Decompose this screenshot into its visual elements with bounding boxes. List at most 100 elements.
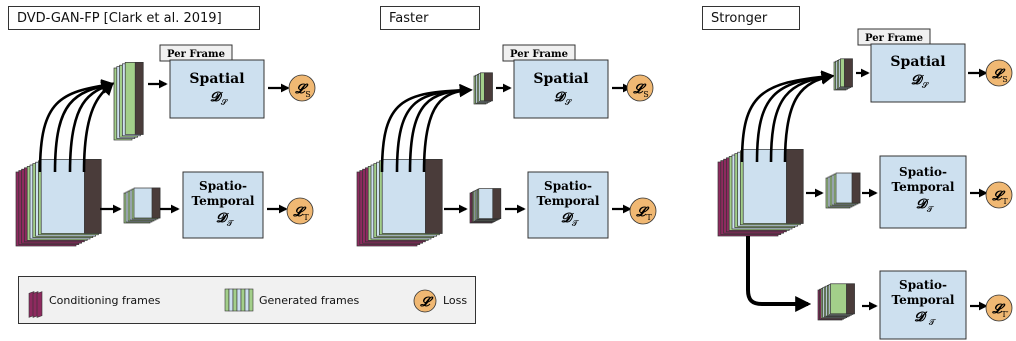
spatial-discriminator-p2 — [513, 59, 609, 119]
discriminator-box — [513, 59, 609, 119]
spatiotemporal-subscript: 𝓣 — [572, 219, 580, 228]
discriminator-box — [169, 59, 265, 119]
spatiotemporal-symbol: 𝓓 — [916, 197, 929, 212]
frame-image — [151, 187, 161, 219]
per-frame-tag-label: Per Frame — [510, 49, 568, 60]
panel-title-stronger: Stronger — [702, 6, 800, 30]
spatiotemporal-symbol: 𝓓 — [561, 211, 574, 226]
input-video-stack-p2 — [356, 159, 443, 247]
loss-circle — [288, 74, 316, 102]
spatiotemporal-subscript: 𝓣 — [927, 205, 935, 214]
spatial-symbol: 𝓓 — [210, 90, 223, 105]
conditioning-frames-swatch — [28, 291, 43, 318]
sampled-frames-p2 — [473, 72, 493, 105]
spatiotemporal-subscript: 𝓣 — [227, 219, 235, 228]
panel-title-faster: Faster — [380, 6, 480, 30]
spatial-label: Spatial — [533, 71, 588, 87]
discriminator-box — [527, 171, 609, 239]
legend-graphics: 𝓛 — [28, 288, 437, 318]
input-video-stack-p3 — [717, 149, 804, 237]
loss-subscript: T — [303, 213, 309, 222]
loss-subscript: S — [1002, 75, 1007, 84]
loss-circle — [985, 294, 1013, 322]
loss-subscript: S — [643, 90, 648, 99]
spatial-discriminator-p1 — [169, 59, 265, 119]
loss-subscript: T — [646, 213, 652, 222]
discriminator-box — [879, 270, 967, 340]
frame-image — [134, 62, 144, 135]
spatial-label: Spatial — [890, 54, 945, 70]
spatial-subscript: 𝓢 — [221, 98, 229, 107]
legend-loss-label: Loss — [443, 294, 468, 307]
per-frame-tag: Per Frame — [159, 44, 233, 62]
per-frame-tag: Per Frame — [857, 28, 931, 46]
spatio-label: Spatio- — [899, 278, 947, 292]
input-video-stack-p1 — [15, 159, 102, 247]
temporal-label: Temporal — [537, 194, 600, 208]
loss-subscript: T′ — [1001, 310, 1008, 319]
spatial-label: Spatial — [189, 71, 244, 87]
spatial-symbol: 𝓓 — [911, 73, 924, 88]
spatiotemporal-discriminator-p1 — [182, 171, 264, 239]
spatiotemporal-prime-discriminator-p3 — [879, 270, 967, 340]
loss-circle — [985, 59, 1013, 87]
frame-image — [786, 149, 804, 224]
spatial-subscript: 𝓢 — [922, 81, 930, 90]
sample-arrow — [783, 71, 835, 163]
discriminator-box — [870, 43, 966, 103]
legend: 𝓛 Conditioning frames Generated frames L… — [18, 276, 476, 324]
frame-image — [844, 58, 853, 88]
temporal-label: Temporal — [892, 180, 955, 194]
spatiotemporal-subscript: 𝓣 — [929, 318, 937, 327]
generated-frames-swatch — [224, 288, 254, 312]
full-stack-p3 — [817, 283, 855, 321]
downsampled-stack-p3 — [825, 172, 861, 209]
temporal-label: Temporal — [192, 194, 255, 208]
sample-arrow — [422, 84, 473, 173]
spatial-symbol: 𝓓 — [554, 90, 567, 105]
loss-subscript: T — [1002, 197, 1008, 206]
frame-image — [492, 188, 502, 219]
per-frame-tag-label: Per Frame — [167, 49, 225, 60]
loss-circle — [629, 197, 657, 225]
spatio-label: Spatio- — [899, 165, 947, 179]
frame-image — [425, 159, 443, 234]
per-frame-tag-label: Per Frame — [865, 33, 923, 44]
temporal-label: Temporal — [892, 293, 955, 307]
spatiotemporal-discriminator-p3 — [879, 155, 967, 229]
spatio-label: Spatio- — [544, 179, 592, 193]
branch-arrow-p3 — [746, 236, 812, 312]
spatial-subscript: 𝓢 — [565, 98, 573, 107]
loss-circle — [286, 197, 314, 225]
spatial-discriminator-p3 — [870, 43, 966, 103]
loss-circle — [985, 181, 1013, 209]
per-frame-tag: Per Frame — [502, 44, 576, 62]
frame-image — [84, 159, 102, 234]
spatio-label: Spatio- — [199, 179, 247, 193]
sampled-frames-p1 — [113, 62, 144, 141]
discriminator-box — [879, 155, 967, 229]
loss-subscript: S — [305, 90, 310, 99]
frame-image — [846, 283, 855, 315]
spatiotemporal-discriminator-p2 — [527, 171, 609, 239]
spatiotemporal-symbol: 𝓓 — [216, 211, 229, 226]
discriminator-box — [182, 171, 264, 239]
legend-conditioning-label: Conditioning frames — [49, 294, 161, 307]
legend-generated-label: Generated frames — [259, 294, 360, 307]
panel-title-dvd-gan-fp: DVD-GAN-FP [Clark et al. 2019] — [8, 6, 260, 30]
loss-circle — [626, 74, 654, 102]
spatiotemporal-symbol: 𝓓′ — [914, 310, 928, 325]
frame-image — [484, 72, 493, 102]
loss-swatch-icon: 𝓛 — [413, 289, 437, 313]
sampled-frames-p3 — [833, 58, 853, 91]
downsampled-stack-p1 — [123, 187, 161, 224]
